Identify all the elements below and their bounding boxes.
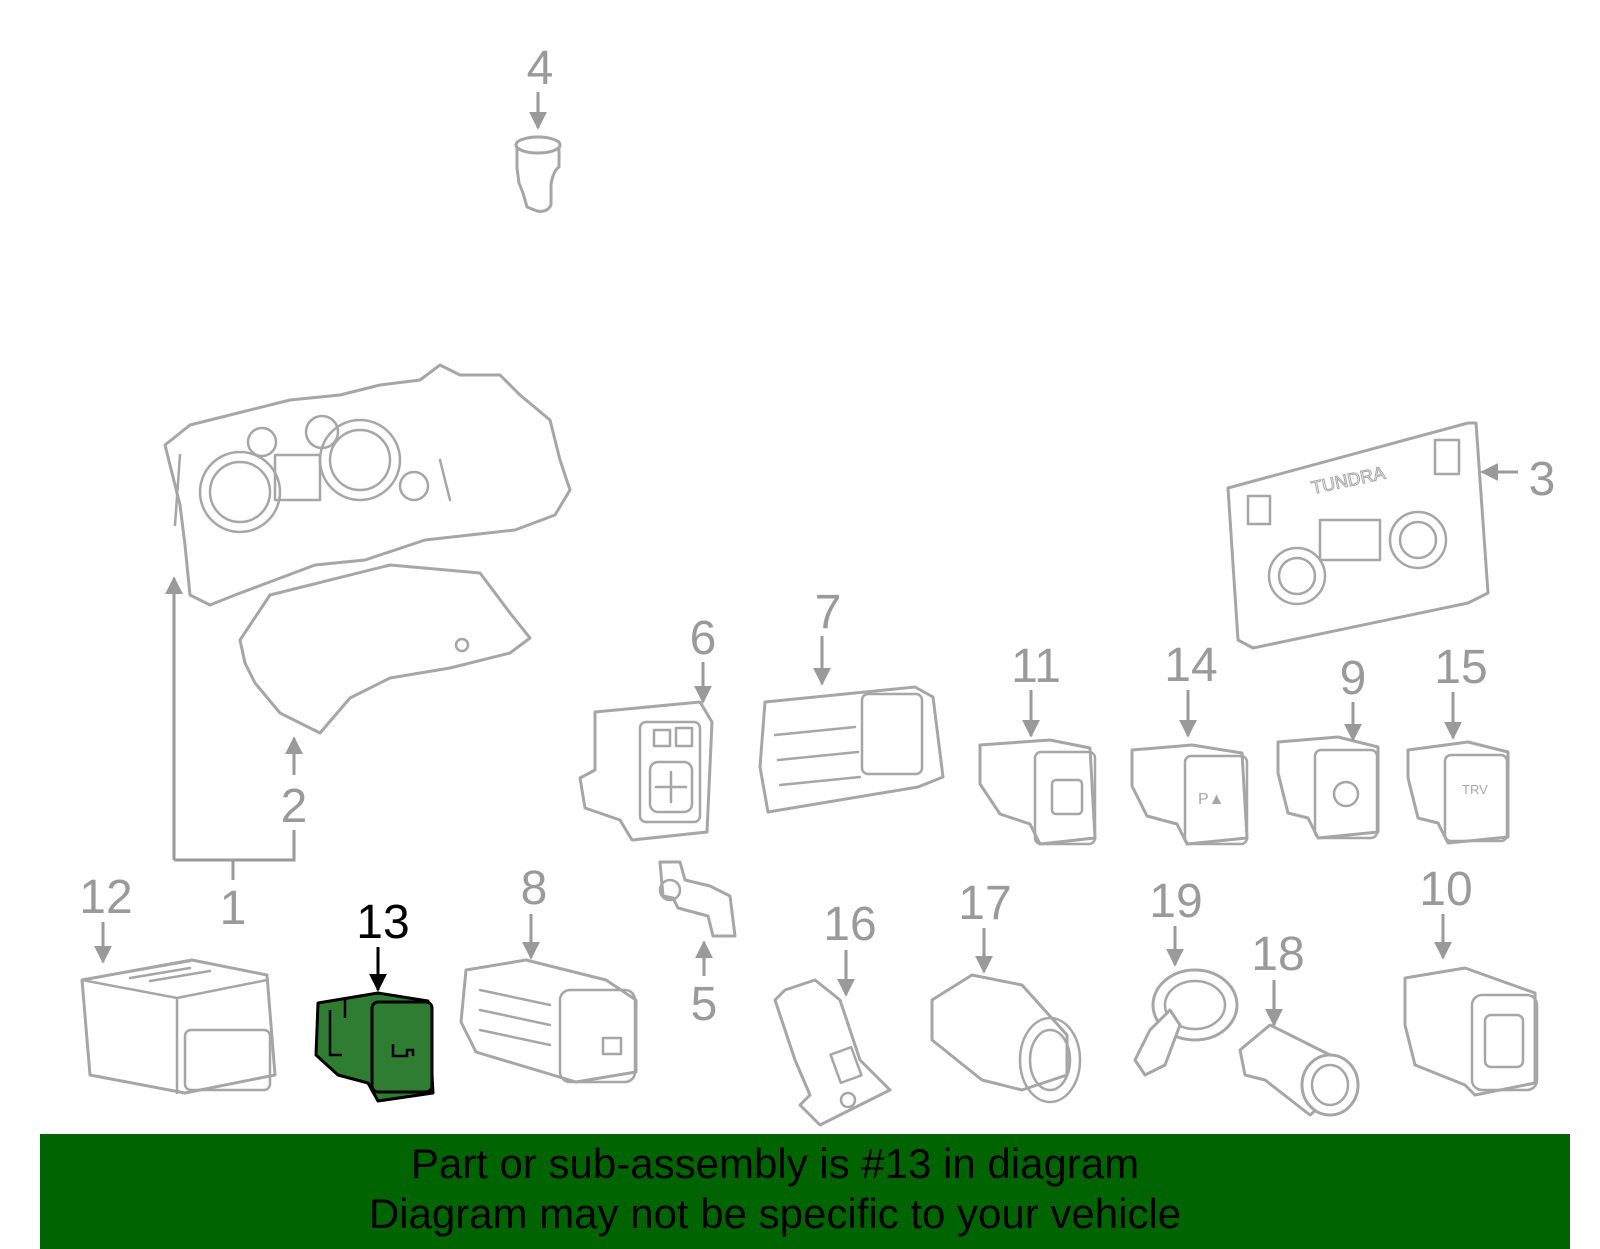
callout-18: 18 [1251,928,1304,981]
callout-14: 14 [1164,639,1217,692]
part-15-symbol: TRV [1462,782,1488,797]
callout-6: 6 [690,612,717,665]
part-3-climate-control[interactable]: TUNDRA [1226,421,1490,650]
part-17-round-switch[interactable] [930,973,1082,1104]
part-11-switch[interactable] [978,738,1097,846]
part-10-power-outlet[interactable] [1403,966,1539,1097]
banner-line-1: Part or sub-assembly is #13 in diagram [410,1140,1140,1187]
callout-5: 5 [691,978,718,1031]
part-6-mirror-switch[interactable] [578,700,714,842]
part-18-lighter[interactable] [1238,1023,1360,1117]
part-1-instrument-cluster[interactable] [163,363,572,607]
callout-10: 10 [1419,863,1472,916]
part-9-switch[interactable] [1276,735,1380,840]
banner-line-2: Diagram may not be specific to your vehi… [368,1190,1182,1237]
callout-8: 8 [521,862,548,915]
part-14-symbol: P▲ [1198,791,1225,808]
callout-4: 4 [527,42,554,95]
part-12-switch-assembly[interactable] [80,958,277,1095]
callout-17: 17 [958,877,1011,930]
part-5-connector[interactable] [658,860,737,938]
callout-16: 16 [823,898,876,951]
part-16-usb-port[interactable] [773,978,892,1127]
callout-12: 12 [79,871,132,924]
part-8-switch[interactable] [459,958,638,1084]
callout-11: 11 [1011,640,1061,693]
callout-19: 19 [1149,875,1202,928]
part-7-switch-bank[interactable] [758,685,945,814]
callout-13: 13 [356,896,409,949]
part-4-clip[interactable] [514,135,562,213]
part-15-switch[interactable]: TRV [1406,740,1510,845]
callout-9: 9 [1340,652,1367,705]
callout-3: 3 [1529,453,1556,506]
callout-15: 15 [1434,641,1487,694]
part-13-switch-highlighted[interactable] [314,991,435,1103]
part-14-switch[interactable]: P▲ [1130,743,1249,846]
callout-7: 7 [815,586,842,639]
info-banner: Part or sub-assembly is #13 in diagram D… [40,1134,1570,1249]
callout-1: 1 [220,882,247,935]
callout-2: 2 [281,780,308,833]
part-19-socket[interactable] [1133,968,1239,1077]
part-2-cluster-lens[interactable] [238,563,532,735]
callout-1-bracket [174,830,296,862]
